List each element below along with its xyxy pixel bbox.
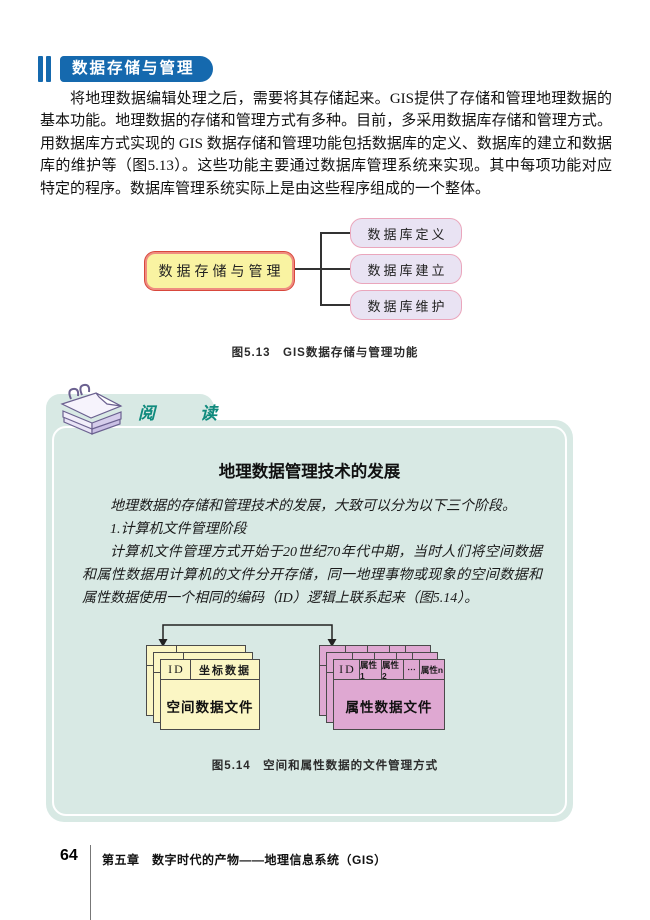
accent-bar [46,56,51,82]
link-arrow [158,624,337,647]
child-node-database-maintenance: 数据库维护 [350,290,462,320]
section-header: 数据存储与管理 [38,56,213,82]
figure-5-14-caption: 图5.14 空间和属性数据的文件管理方式 [211,760,439,772]
attribute-n-header-cell: 属性n [420,664,444,675]
reading-paragraph: 1.计算机文件管理阶段 [110,522,247,537]
child-node-database-creation: 数据库建立 [350,254,462,284]
ellipsis-header-cell: ⋯ [404,660,420,679]
reading-title: 地理数据管理技术的发展 [218,462,401,481]
child-node-database-definition: 数据库定义 [350,218,462,248]
figure-5-13-caption: 图5.13 GIS数据存储与管理功能 [231,347,419,359]
attribute-2-header-cell: 属性2 [382,660,404,681]
reading-box [46,420,573,822]
card-header: ID 坐标数据 [161,660,259,680]
notebook-icon [60,383,123,435]
coordinate-data-header-cell: 坐标数据 [199,664,251,677]
reading-paragraph: 计算机文件管理方式开始于20世纪70年代中期，当时人们将空间数据和属性数据用计算… [82,545,542,606]
id-header-cell: ID [334,660,360,679]
connector-line [320,232,350,234]
reading-tab-label: 阅 读 [138,404,231,423]
spatial-file-label: 空间数据文件 [166,699,254,715]
attribute-file-label: 属性数据文件 [345,699,433,715]
accent-bar [38,56,43,82]
chapter-title: 第五章 数字时代的产物——地理信息系统（GIS） [102,853,387,867]
spatial-data-file-card: ID 坐标数据 空间数据文件 [160,659,260,730]
reading-paragraph: 地理数据的存储和管理技术的发展，大致可以分为以下三个阶段。 [110,499,516,514]
id-header-cell: ID [161,660,191,679]
footer-divider [90,845,91,920]
intro-paragraph: 将地理数据编辑处理之后，需要将其存储起来。GIS提供了存储和管理地理数据的基本功… [40,91,612,197]
reading-text: 地理数据的存储和管理技术的发展，大致可以分为以下三个阶段。 1.计算机文件管理阶… [82,495,542,610]
root-node: 数据存储与管理 [145,252,294,290]
connector-line [320,232,322,305]
card-header: ID 属性1 属性2 ⋯ 属性n [334,660,444,681]
attribute-1-header-cell: 属性1 [360,660,382,681]
section-title: 数据存储与管理 [60,56,213,82]
page-number: 64 [60,847,78,864]
connector-line [320,304,350,306]
attribute-data-file-card: ID 属性1 属性2 ⋯ 属性n 属性数据文件 [333,659,445,730]
